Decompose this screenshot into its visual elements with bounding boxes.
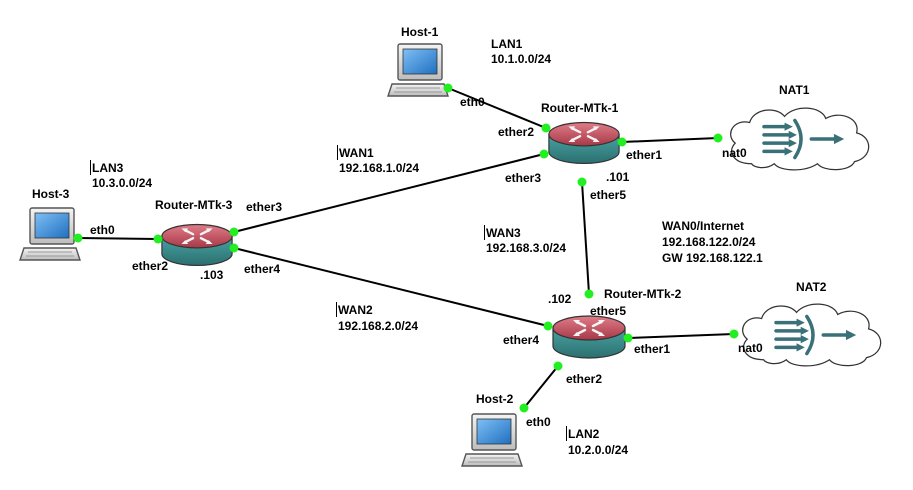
router-mtk-2[interactable]	[551, 314, 627, 360]
links	[77, 87, 735, 409]
port-dot	[577, 177, 587, 187]
router-2-ether4-label: ether4	[503, 333, 539, 347]
router-1-ether1-label: ether1	[626, 148, 662, 162]
wan0-subnet: 192.168.122.0/24	[662, 235, 756, 249]
port-dot	[729, 329, 739, 339]
link-router2-nat2[interactable]	[627, 333, 735, 339]
lan3-name: LAN3	[92, 161, 124, 175]
lan3-subnet: 10.3.0.0/24	[92, 176, 152, 190]
link-host2-router2[interactable]	[523, 365, 559, 409]
router-icon	[160, 223, 234, 267]
wan0-annotation: WAN0/Internet 192.168.122.0/24 GW 192.16…	[662, 219, 763, 265]
router-3-ether4-label: ether4	[244, 262, 280, 276]
lan1-annotation: LAN1 10.1.0.0/24	[491, 37, 551, 66]
host-2-label: Host-2	[476, 392, 514, 406]
wan1-subnet: 192.168.1.0/24	[339, 161, 419, 175]
port-dot	[617, 137, 627, 147]
wan3-annotation: WAN3 192.168.3.0/24	[484, 225, 566, 255]
nat1-nat0-label: nat0	[722, 146, 747, 160]
lan3-annotation: LAN3 10.3.0.0/24	[90, 160, 152, 190]
nat1[interactable]	[728, 106, 871, 172]
port-dot	[73, 233, 83, 243]
wan0-name: WAN0/Internet	[662, 219, 744, 233]
lan2-subnet: 10.2.0.0/24	[568, 443, 628, 457]
port-dot	[623, 333, 633, 343]
port-dot	[543, 321, 553, 331]
port-dot	[539, 149, 549, 159]
link-router1-router3-wan1[interactable]	[233, 153, 545, 233]
router-2-ether5-label: ether5	[590, 304, 626, 318]
link-host1-router1[interactable]	[447, 87, 547, 129]
router-2-ether2-label: ether2	[566, 372, 602, 386]
router-3-ether3-label: ether3	[246, 200, 282, 214]
wan2-subnet: 192.168.2.0/24	[338, 319, 418, 333]
lan2-annotation: LAN2 10.2.0.0/24	[566, 426, 628, 457]
port-dot	[153, 234, 163, 244]
router-mtk-3-label: Router-MTk-3	[155, 198, 233, 212]
nat2[interactable]	[740, 302, 883, 368]
host-1-eth0-label: eth0	[460, 95, 485, 109]
laptop-icon	[461, 413, 523, 467]
port-dot	[713, 133, 723, 143]
port-dot	[229, 243, 239, 253]
router-icon	[551, 314, 627, 360]
router-icon	[547, 121, 621, 165]
port-dots	[73, 83, 739, 413]
nat1-label: NAT1	[779, 83, 810, 97]
link-host3-router3[interactable]	[77, 237, 159, 240]
port-dot	[519, 403, 529, 413]
nat-cloud-icon	[740, 302, 883, 368]
router-1-address-label: .101	[606, 170, 630, 184]
host-2-eth0-label: eth0	[526, 415, 551, 429]
nat2-nat0-label: nat0	[738, 341, 763, 355]
nat2-label: NAT2	[796, 280, 827, 294]
router-mtk-3[interactable]	[160, 223, 234, 267]
port-dot	[553, 361, 563, 371]
wan2-name: WAN2	[338, 303, 373, 317]
router-mtk-1-label: Router-MTk-1	[541, 101, 619, 115]
host-3-label: Host-3	[32, 187, 70, 201]
router-1-ether3-label: ether3	[505, 171, 541, 185]
port-dot	[229, 227, 239, 237]
router-1-ether2-label: ether2	[498, 125, 534, 139]
router-mtk-2-label: Router-MTk-2	[604, 287, 682, 301]
lan1-name: LAN1	[491, 37, 523, 51]
host-3[interactable]	[19, 207, 81, 261]
port-dot	[541, 123, 551, 133]
host-3-eth0-label: eth0	[90, 223, 115, 237]
wan0-gateway: GW 192.168.122.1	[662, 251, 763, 265]
router-2-ether1-label: ether1	[634, 342, 670, 356]
router-2-address-label: .102	[548, 292, 572, 306]
router-3-address-label: .103	[200, 268, 224, 282]
laptop-icon	[19, 207, 81, 261]
wan1-name: WAN1	[339, 146, 374, 160]
wan3-name: WAN3	[486, 226, 521, 240]
router-1-ether5-label: ether5	[590, 188, 626, 202]
host-2[interactable]	[461, 413, 523, 467]
lan1-subnet: 10.1.0.0/24	[491, 52, 551, 66]
port-dot	[443, 83, 453, 93]
wan1-annotation: WAN1 192.168.1.0/24	[337, 145, 419, 175]
nat-cloud-icon	[728, 106, 871, 172]
host-1[interactable]	[387, 43, 449, 97]
port-dot	[584, 289, 594, 299]
router-3-ether2-label: ether2	[132, 259, 168, 273]
link-router1-router2-wan3[interactable]	[581, 181, 590, 295]
link-router3-router2-wan2[interactable]	[233, 247, 549, 327]
wan3-subnet: 192.168.3.0/24	[486, 241, 566, 255]
link-router1-nat1[interactable]	[621, 137, 719, 143]
laptop-icon	[387, 43, 449, 97]
router-mtk-1[interactable]	[547, 121, 621, 165]
host-1-label: Host-1	[401, 25, 439, 39]
lan2-name: LAN2	[568, 427, 600, 441]
wan2-annotation: WAN2 192.168.2.0/24	[336, 302, 418, 333]
